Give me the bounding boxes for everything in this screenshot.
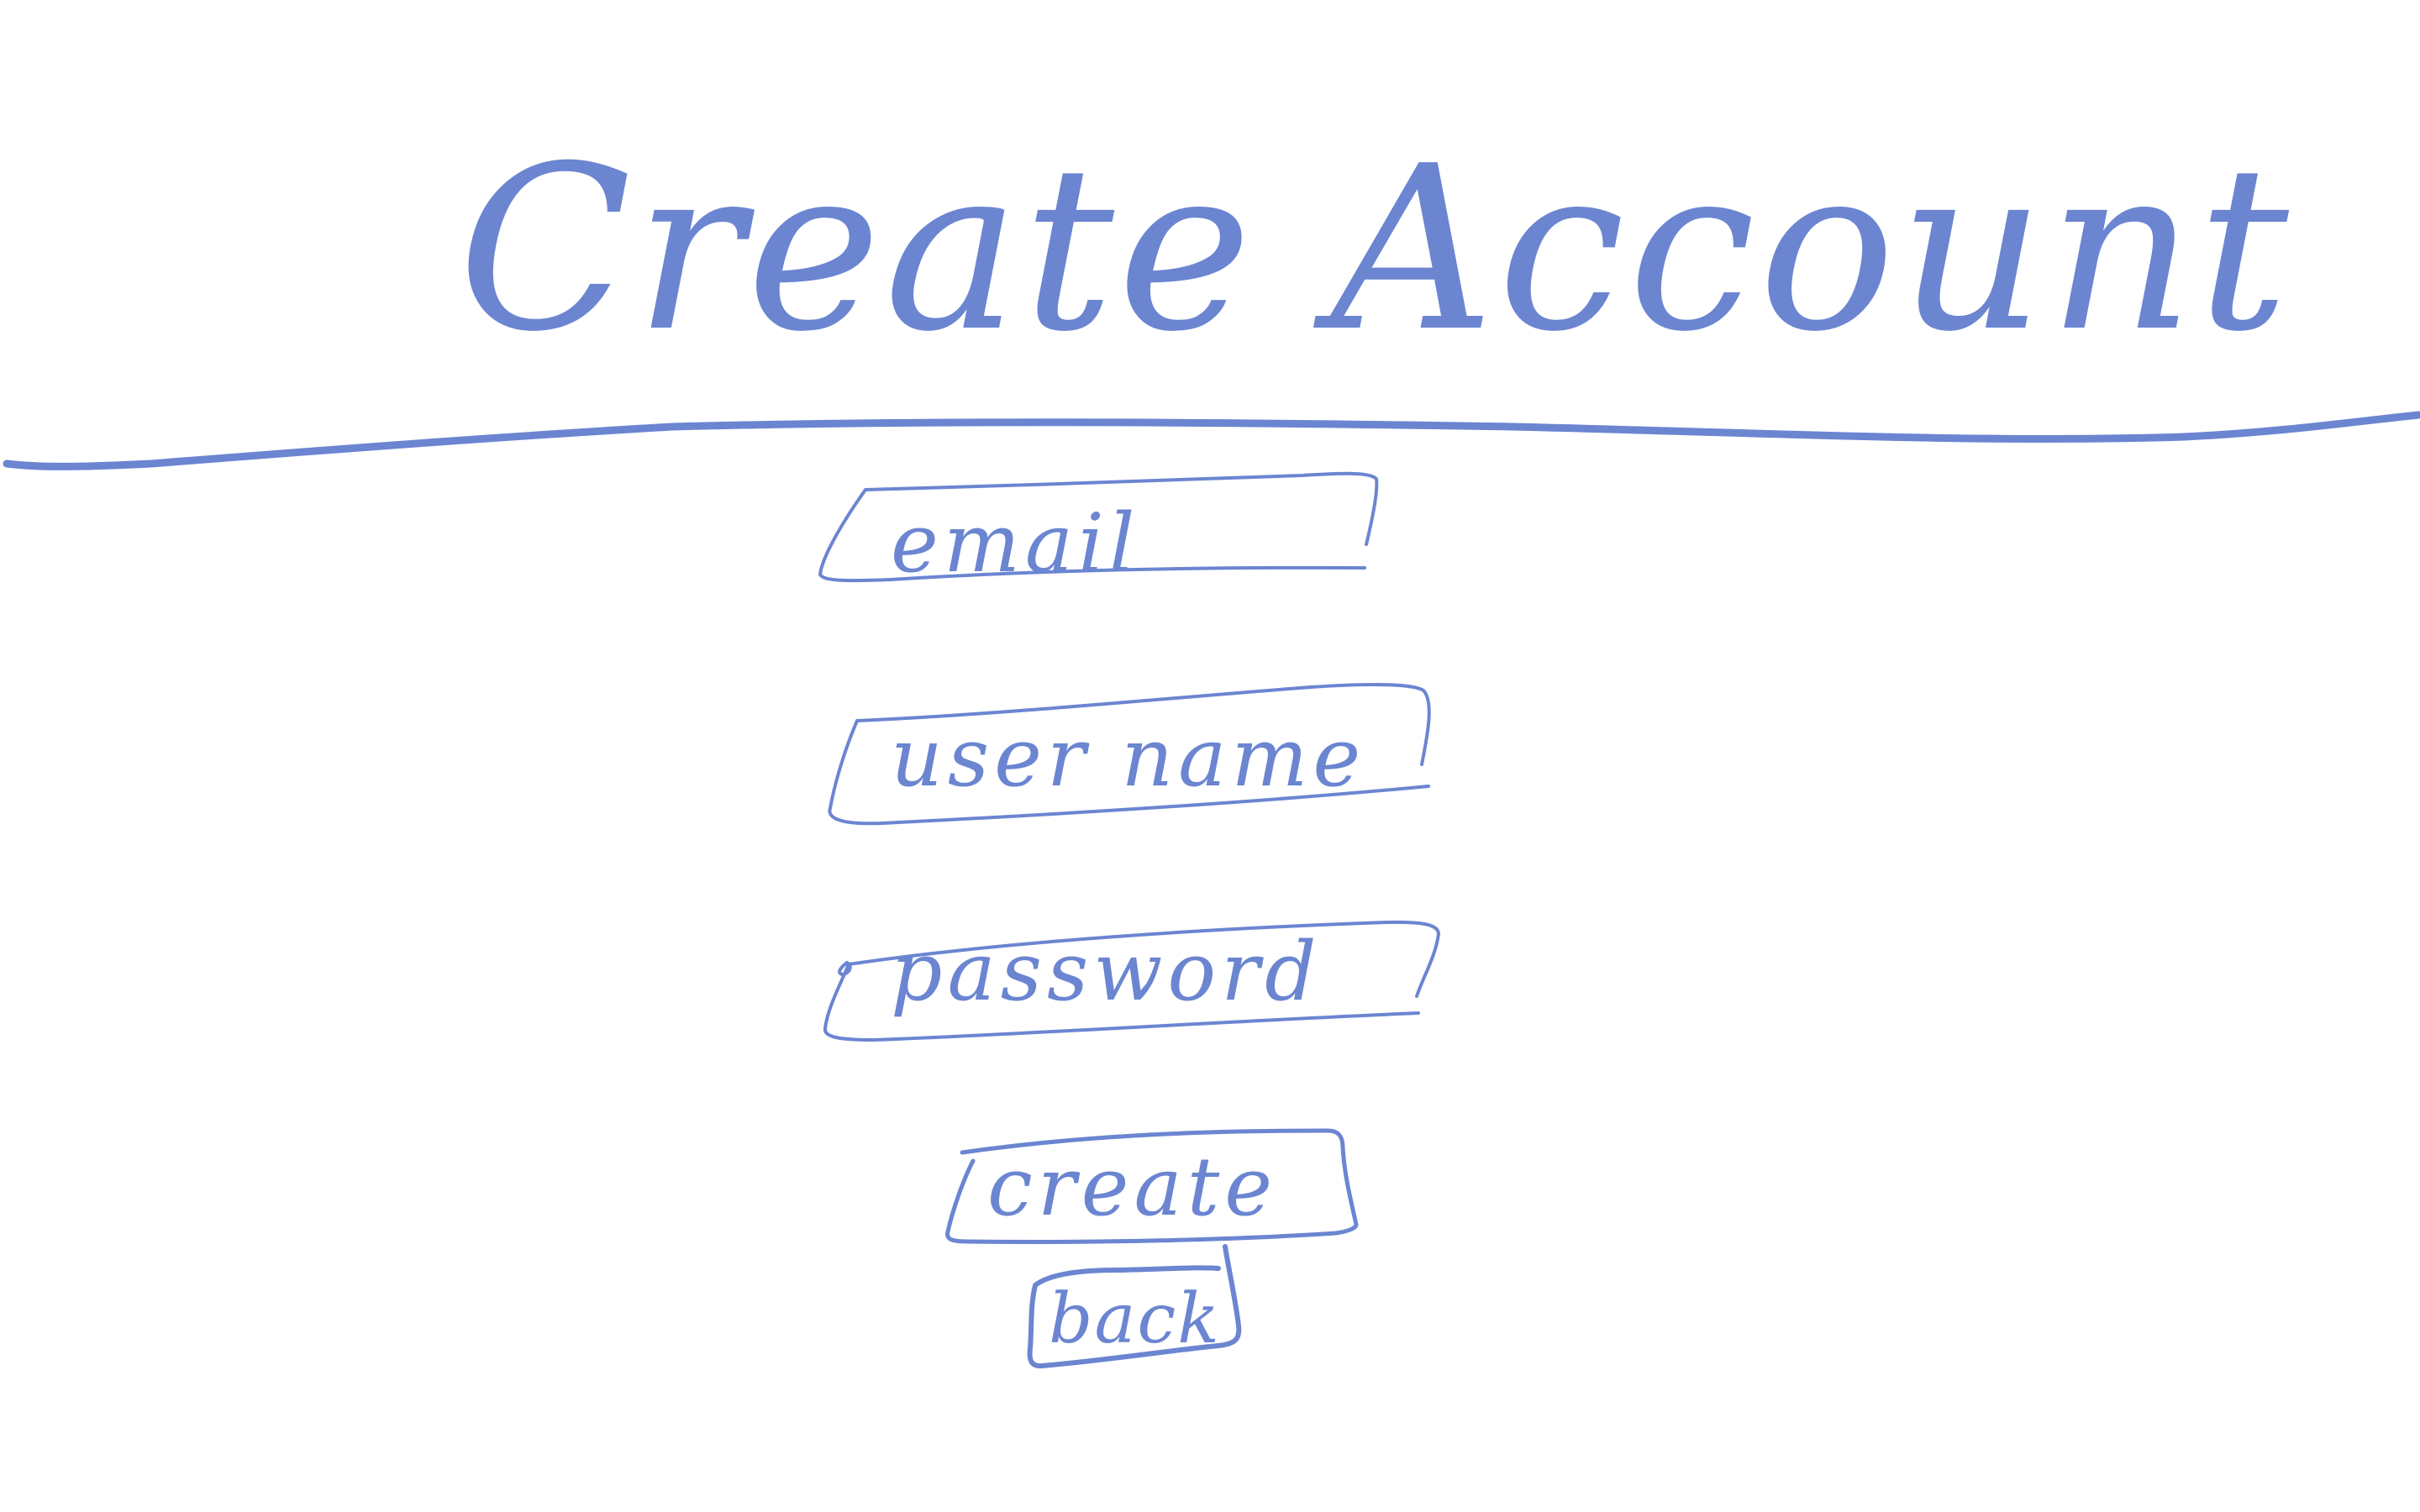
email-field-outline <box>818 471 1379 583</box>
password-placeholder: password <box>891 925 1322 1019</box>
username-field[interactable]: user name <box>828 683 1431 826</box>
password-field-outline <box>823 920 1440 1042</box>
username-placeholder: user name <box>891 711 1365 805</box>
back-button[interactable]: back <box>1027 1244 1242 1369</box>
back-button-label: back <box>1049 1279 1221 1359</box>
back-button-outline <box>1027 1244 1242 1369</box>
create-button-label: create <box>987 1140 1277 1234</box>
email-placeholder: email <box>891 496 1139 591</box>
create-button-outline <box>945 1128 1359 1245</box>
create-button[interactable]: create <box>945 1128 1359 1245</box>
page-title: Create Account <box>458 117 2292 381</box>
page-header: Create Account <box>458 117 2292 381</box>
password-field[interactable]: password <box>823 920 1440 1042</box>
email-field[interactable]: email <box>818 471 1379 591</box>
header-divider <box>3 411 2420 470</box>
username-field-outline <box>828 683 1431 826</box>
